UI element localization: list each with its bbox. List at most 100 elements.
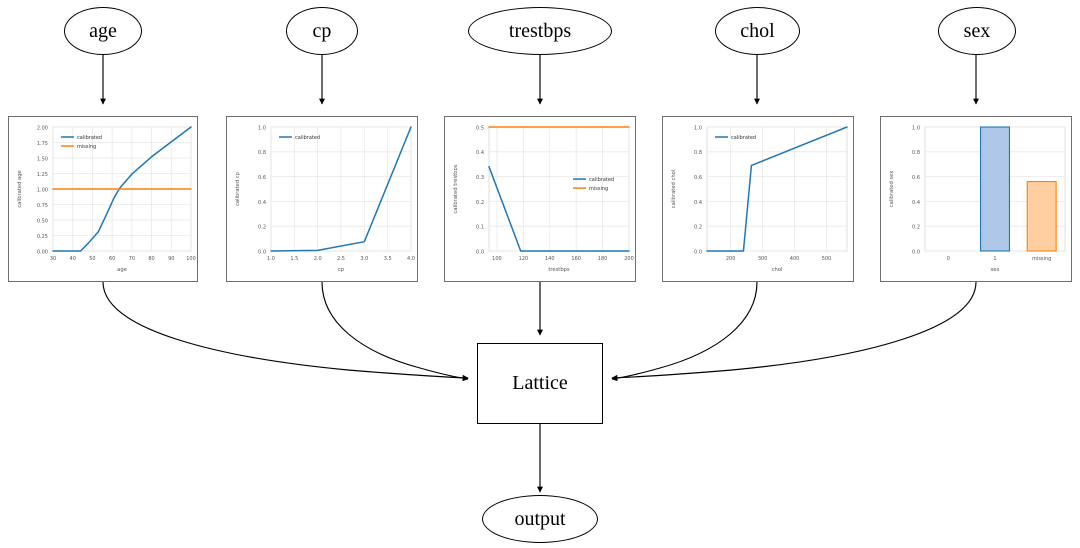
node-cp: cp [286,7,358,55]
svg-text:200: 200 [624,256,634,262]
svg-text:calibrated: calibrated [731,135,756,141]
svg-text:missing: missing [589,186,608,192]
svg-text:2.5: 2.5 [337,256,345,262]
svg-text:0.0: 0.0 [476,249,484,255]
svg-text:0.3: 0.3 [476,175,484,181]
edge-cppanel-to-lattice [321,281,469,382]
svg-text:age: age [117,267,127,273]
node-output: output [482,495,598,543]
svg-text:0.2: 0.2 [258,225,266,231]
svg-text:2.00: 2.00 [37,125,48,131]
svg-text:0.8: 0.8 [258,150,266,156]
svg-text:calibrated: calibrated [77,135,102,141]
svg-text:0.2: 0.2 [912,225,920,231]
svg-text:90: 90 [168,256,174,262]
svg-text:calibrated: calibrated [589,177,614,183]
node-chol-label: chol [740,20,775,42]
node-trestbps: trestbps [468,7,612,55]
svg-text:50: 50 [89,256,95,262]
chart-chol: 0.0 0.2 0.4 0.6 0.8 1.0 200 300 400 500 chol calibr… [671,125,848,273]
node-lattice: Lattice [477,343,603,424]
svg-text:0.0: 0.0 [912,249,920,255]
svg-text:calibrated: calibrated [295,135,320,141]
svg-text:0.6: 0.6 [912,175,920,181]
svg-text:1.0: 1.0 [258,125,266,131]
svg-text:0.00: 0.00 [37,249,48,255]
node-cp-label: cp [312,20,332,42]
svg-text:1.50: 1.50 [37,156,48,162]
edge-sexpanel-to-lattice [611,281,977,381]
node-age: age [64,7,142,55]
svg-text:1.5: 1.5 [290,256,298,262]
svg-text:calibrated sex: calibrated sex [889,171,895,208]
svg-text:0.50: 0.50 [37,218,48,224]
svg-text:trestbps: trestbps [548,267,570,273]
node-sex-label: sex [963,20,991,42]
svg-text:0.0: 0.0 [694,249,702,255]
svg-text:1.0: 1.0 [694,125,702,131]
svg-text:300: 300 [758,256,768,262]
svg-text:2.0: 2.0 [314,256,322,262]
svg-text:0.5: 0.5 [476,125,484,131]
svg-text:0.2: 0.2 [694,225,702,231]
svg-text:120: 120 [519,256,529,262]
svg-text:0.25: 0.25 [37,234,48,240]
svg-text:140: 140 [545,256,555,262]
svg-text:0.4: 0.4 [912,200,920,206]
chart-panel-chol: 0.0 0.2 0.4 0.6 0.8 1.0 200 300 400 500 chol calibr… [662,116,854,282]
node-chol: chol [715,7,800,55]
svg-text:1.25: 1.25 [37,172,48,178]
svg-text:500: 500 [822,256,832,262]
svg-text:calibrated trestbps: calibrated trestbps [453,164,459,213]
svg-text:80: 80 [148,256,154,262]
svg-text:1: 1 [993,256,996,262]
svg-text:0.1: 0.1 [476,225,484,231]
svg-text:0.0: 0.0 [258,249,266,255]
svg-text:160: 160 [571,256,581,262]
svg-text:0.8: 0.8 [694,150,702,156]
svg-text:70: 70 [129,256,135,262]
node-lattice-label: Lattice [512,372,568,394]
edge-agepanel-to-lattice [102,281,469,381]
svg-text:30: 30 [50,256,56,262]
svg-text:3.0: 3.0 [360,256,368,262]
svg-text:0.4: 0.4 [258,200,266,206]
chart-sex: 0.0 0.2 0.4 0.6 0.8 1.0 0 1 missing sex calibrated… [889,125,1066,273]
svg-text:1.75: 1.75 [37,141,48,147]
svg-text:400: 400 [790,256,800,262]
svg-text:0: 0 [947,256,950,262]
svg-text:0.4: 0.4 [694,200,702,206]
svg-text:0.8: 0.8 [912,150,920,156]
svg-text:200: 200 [726,256,736,262]
svg-text:cp: cp [338,267,345,273]
svg-text:0.75: 0.75 [37,203,48,209]
svg-text:missing: missing [77,144,96,150]
node-trestbps-label: trestbps [508,20,572,42]
svg-text:chol: chol [772,267,783,273]
svg-text:100: 100 [186,256,196,262]
svg-text:60: 60 [109,256,115,262]
svg-text:1.0: 1.0 [912,125,920,131]
svg-text:4.0: 4.0 [407,256,415,262]
node-age-label: age [89,20,117,42]
svg-text:1.00: 1.00 [37,187,48,193]
node-sex: sex [938,7,1016,55]
chart-panel-sex: 0.0 0.2 0.4 0.6 0.8 1.0 0 1 missing sex calibrated… [880,116,1072,282]
svg-text:calibrated age: calibrated age [17,170,23,207]
svg-text:missing: missing [1032,256,1051,262]
svg-text:180: 180 [598,256,608,262]
svg-text:0.6: 0.6 [258,175,266,181]
edge-cholpanel-to-lattice [611,281,758,382]
svg-text:calibrated chol: calibrated chol [671,170,677,208]
svg-text:0.6: 0.6 [694,175,702,181]
svg-text:sex: sex [991,267,1000,273]
svg-text:calibrated cp: calibrated cp [235,171,241,206]
